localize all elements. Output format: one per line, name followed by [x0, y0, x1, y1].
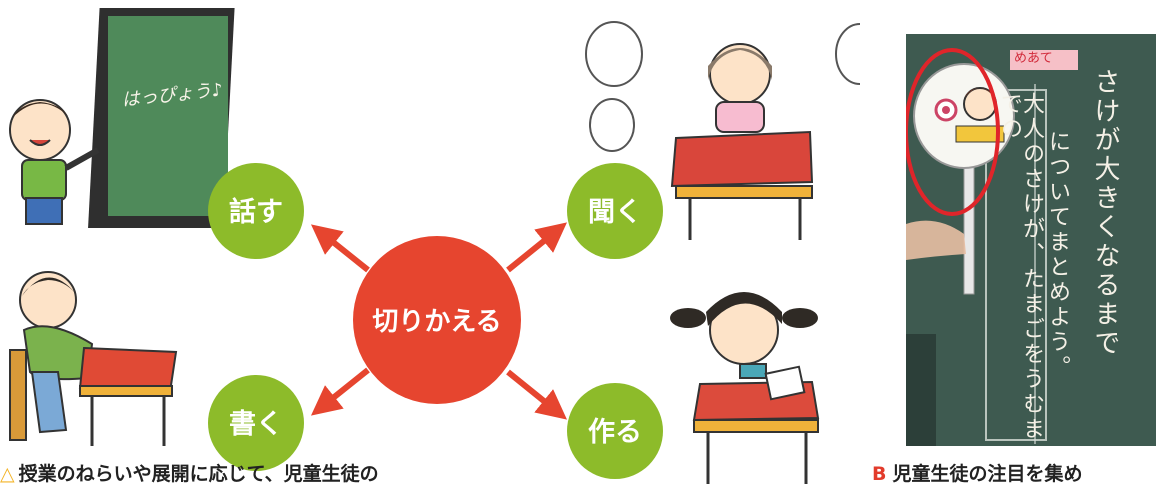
- illustration-girl-listening: [585, 21, 860, 240]
- node-write-circle: [208, 375, 304, 471]
- caption-a: △授業のねらいや展開に応じて、児童生徒の: [0, 459, 520, 488]
- node-make-circle: [567, 383, 663, 479]
- blackboard-photo: めあて さけが大きくなるまで 大人のさけが、たまごをうむまでの についてまとめよ…: [906, 34, 1156, 446]
- illustration-boy-presenting: はっぴょう♪: [9, 8, 235, 228]
- caption-a-mark: △: [0, 463, 15, 485]
- center-label: 切りかえる: [372, 307, 501, 337]
- arrow-to-make: [506, 369, 568, 420]
- node-make-label: 作る: [588, 417, 642, 448]
- highlight-ring: [906, 48, 1000, 216]
- mode-switch-diagram: はっぴょう♪: [9, 8, 860, 484]
- node-talk-label: 話す: [229, 196, 283, 228]
- arrow-to-talk: [310, 224, 370, 273]
- caption-b-mark: B: [872, 463, 887, 485]
- photo-tag-text: めあて: [1014, 51, 1053, 66]
- photo-line-3: についてまとめよう。: [1045, 130, 1070, 380]
- photo-line-2: 大人のさけが、たまごをうむまでの: [997, 92, 1044, 442]
- caption-b-text: 児童生徒の注目を集め: [892, 463, 1083, 485]
- center-circle: [353, 236, 521, 404]
- photo-line-1: さけが大きくなるまで: [1090, 68, 1120, 358]
- arrow-to-listen: [506, 222, 568, 273]
- node-listen-circle: [567, 163, 663, 259]
- illustration-boy-writing: [9, 271, 178, 446]
- caption-a-text: 授業のねらいや展開に応じて、児童生徒の: [18, 463, 379, 485]
- illustration-girl-making: [670, 292, 820, 484]
- node-talk-circle: [208, 163, 304, 259]
- blackboard-photo-art: [906, 34, 1156, 446]
- node-write-label: 書く: [229, 409, 283, 440]
- node-listen-label: 聞く: [588, 197, 642, 228]
- arrow-to-write: [310, 367, 370, 416]
